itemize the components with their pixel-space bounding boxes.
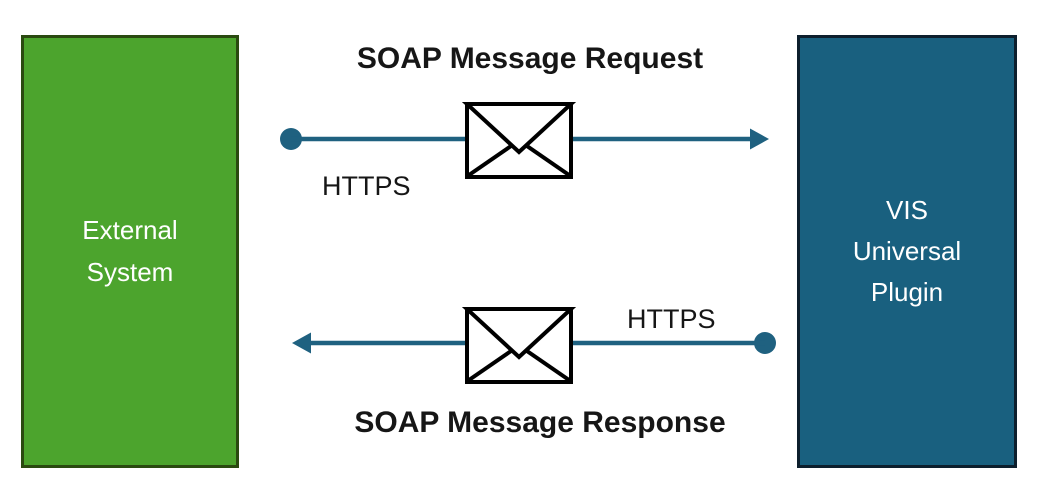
response-protocol-label: HTTPS [627, 304, 716, 334]
vis-universal-plugin-label: VIS Universal Plugin [852, 194, 962, 308]
vis-universal-plugin-box: VIS Universal Plugin [797, 35, 1017, 468]
response-flow-title: SOAP Message Response [354, 406, 726, 439]
envelope-icon [461, 102, 577, 179]
request-flow-title: SOAP Message Request [356, 42, 704, 75]
request-arrow [280, 102, 769, 179]
envelope-flap [461, 102, 577, 155]
response-arrowhead [292, 332, 311, 354]
envelope-flap [461, 307, 577, 360]
request-protocol-label: HTTPS [322, 171, 411, 201]
envelope-icon [461, 307, 577, 384]
request-arrowhead [750, 128, 769, 150]
external-system-box: External System [21, 35, 239, 468]
response-arrow [292, 307, 776, 384]
external-system-label: External System [82, 215, 178, 287]
